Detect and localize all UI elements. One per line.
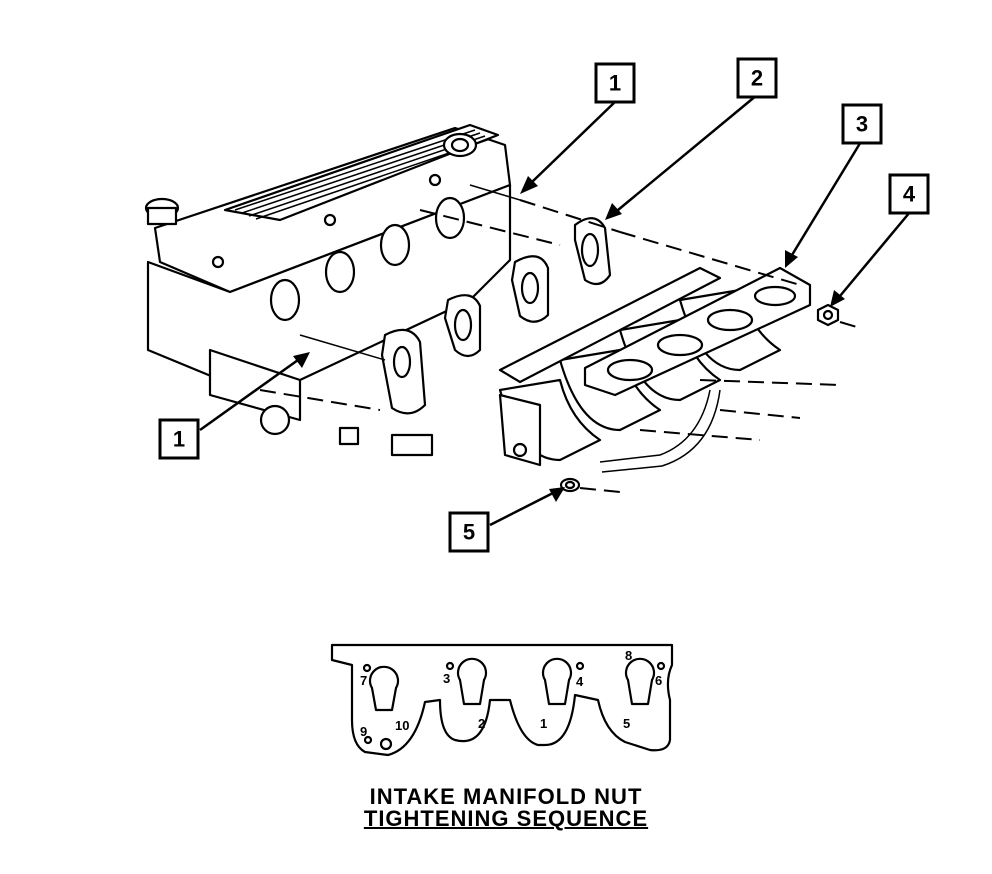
manifold-nut xyxy=(816,303,840,327)
tightening-sequence-gasket: 7 9 10 3 2 4 1 6 5 8 xyxy=(330,643,674,757)
engine-cylinder-head xyxy=(144,123,512,457)
callout-5-label: 5 xyxy=(463,520,475,545)
callout-1-bottom-label: 1 xyxy=(173,427,185,452)
callout-1-bottom: 1 xyxy=(158,418,200,460)
callout-3-label: 3 xyxy=(856,112,868,137)
alignment-lines xyxy=(259,199,861,493)
intake-manifold xyxy=(498,266,812,473)
sequence-number-5: 5 xyxy=(623,716,630,731)
callout-2: 2 xyxy=(736,57,778,99)
callout-4-label: 4 xyxy=(903,182,916,207)
sequence-number-4: 4 xyxy=(576,674,584,689)
sequence-number-7: 7 xyxy=(360,673,367,688)
bolt-washer xyxy=(559,477,581,493)
sequence-number-6: 6 xyxy=(655,673,662,688)
callout-5: 5 xyxy=(448,511,490,553)
manifold-studs xyxy=(299,184,521,361)
callout-1-top-label: 1 xyxy=(609,71,621,96)
callout-3: 3 xyxy=(841,103,883,145)
sequence-number-2: 2 xyxy=(478,716,485,731)
sequence-number-8: 8 xyxy=(625,648,632,663)
caption-title-line2: TIGHTENING SEQUENCE xyxy=(363,806,649,831)
callout-4: 4 xyxy=(888,173,930,215)
sequence-number-1: 1 xyxy=(540,716,547,731)
callout-2-label: 2 xyxy=(751,66,763,91)
sequence-number-10: 10 xyxy=(395,718,409,733)
caption-title-line1: INTAKE MANIFOLD NUT xyxy=(369,784,643,809)
sequence-number-9: 9 xyxy=(360,724,367,739)
sequence-number-3: 3 xyxy=(443,671,450,686)
callout-leaders xyxy=(199,94,911,527)
callout-1-top: 1 xyxy=(594,62,636,104)
manifold-gaskets xyxy=(380,217,612,415)
